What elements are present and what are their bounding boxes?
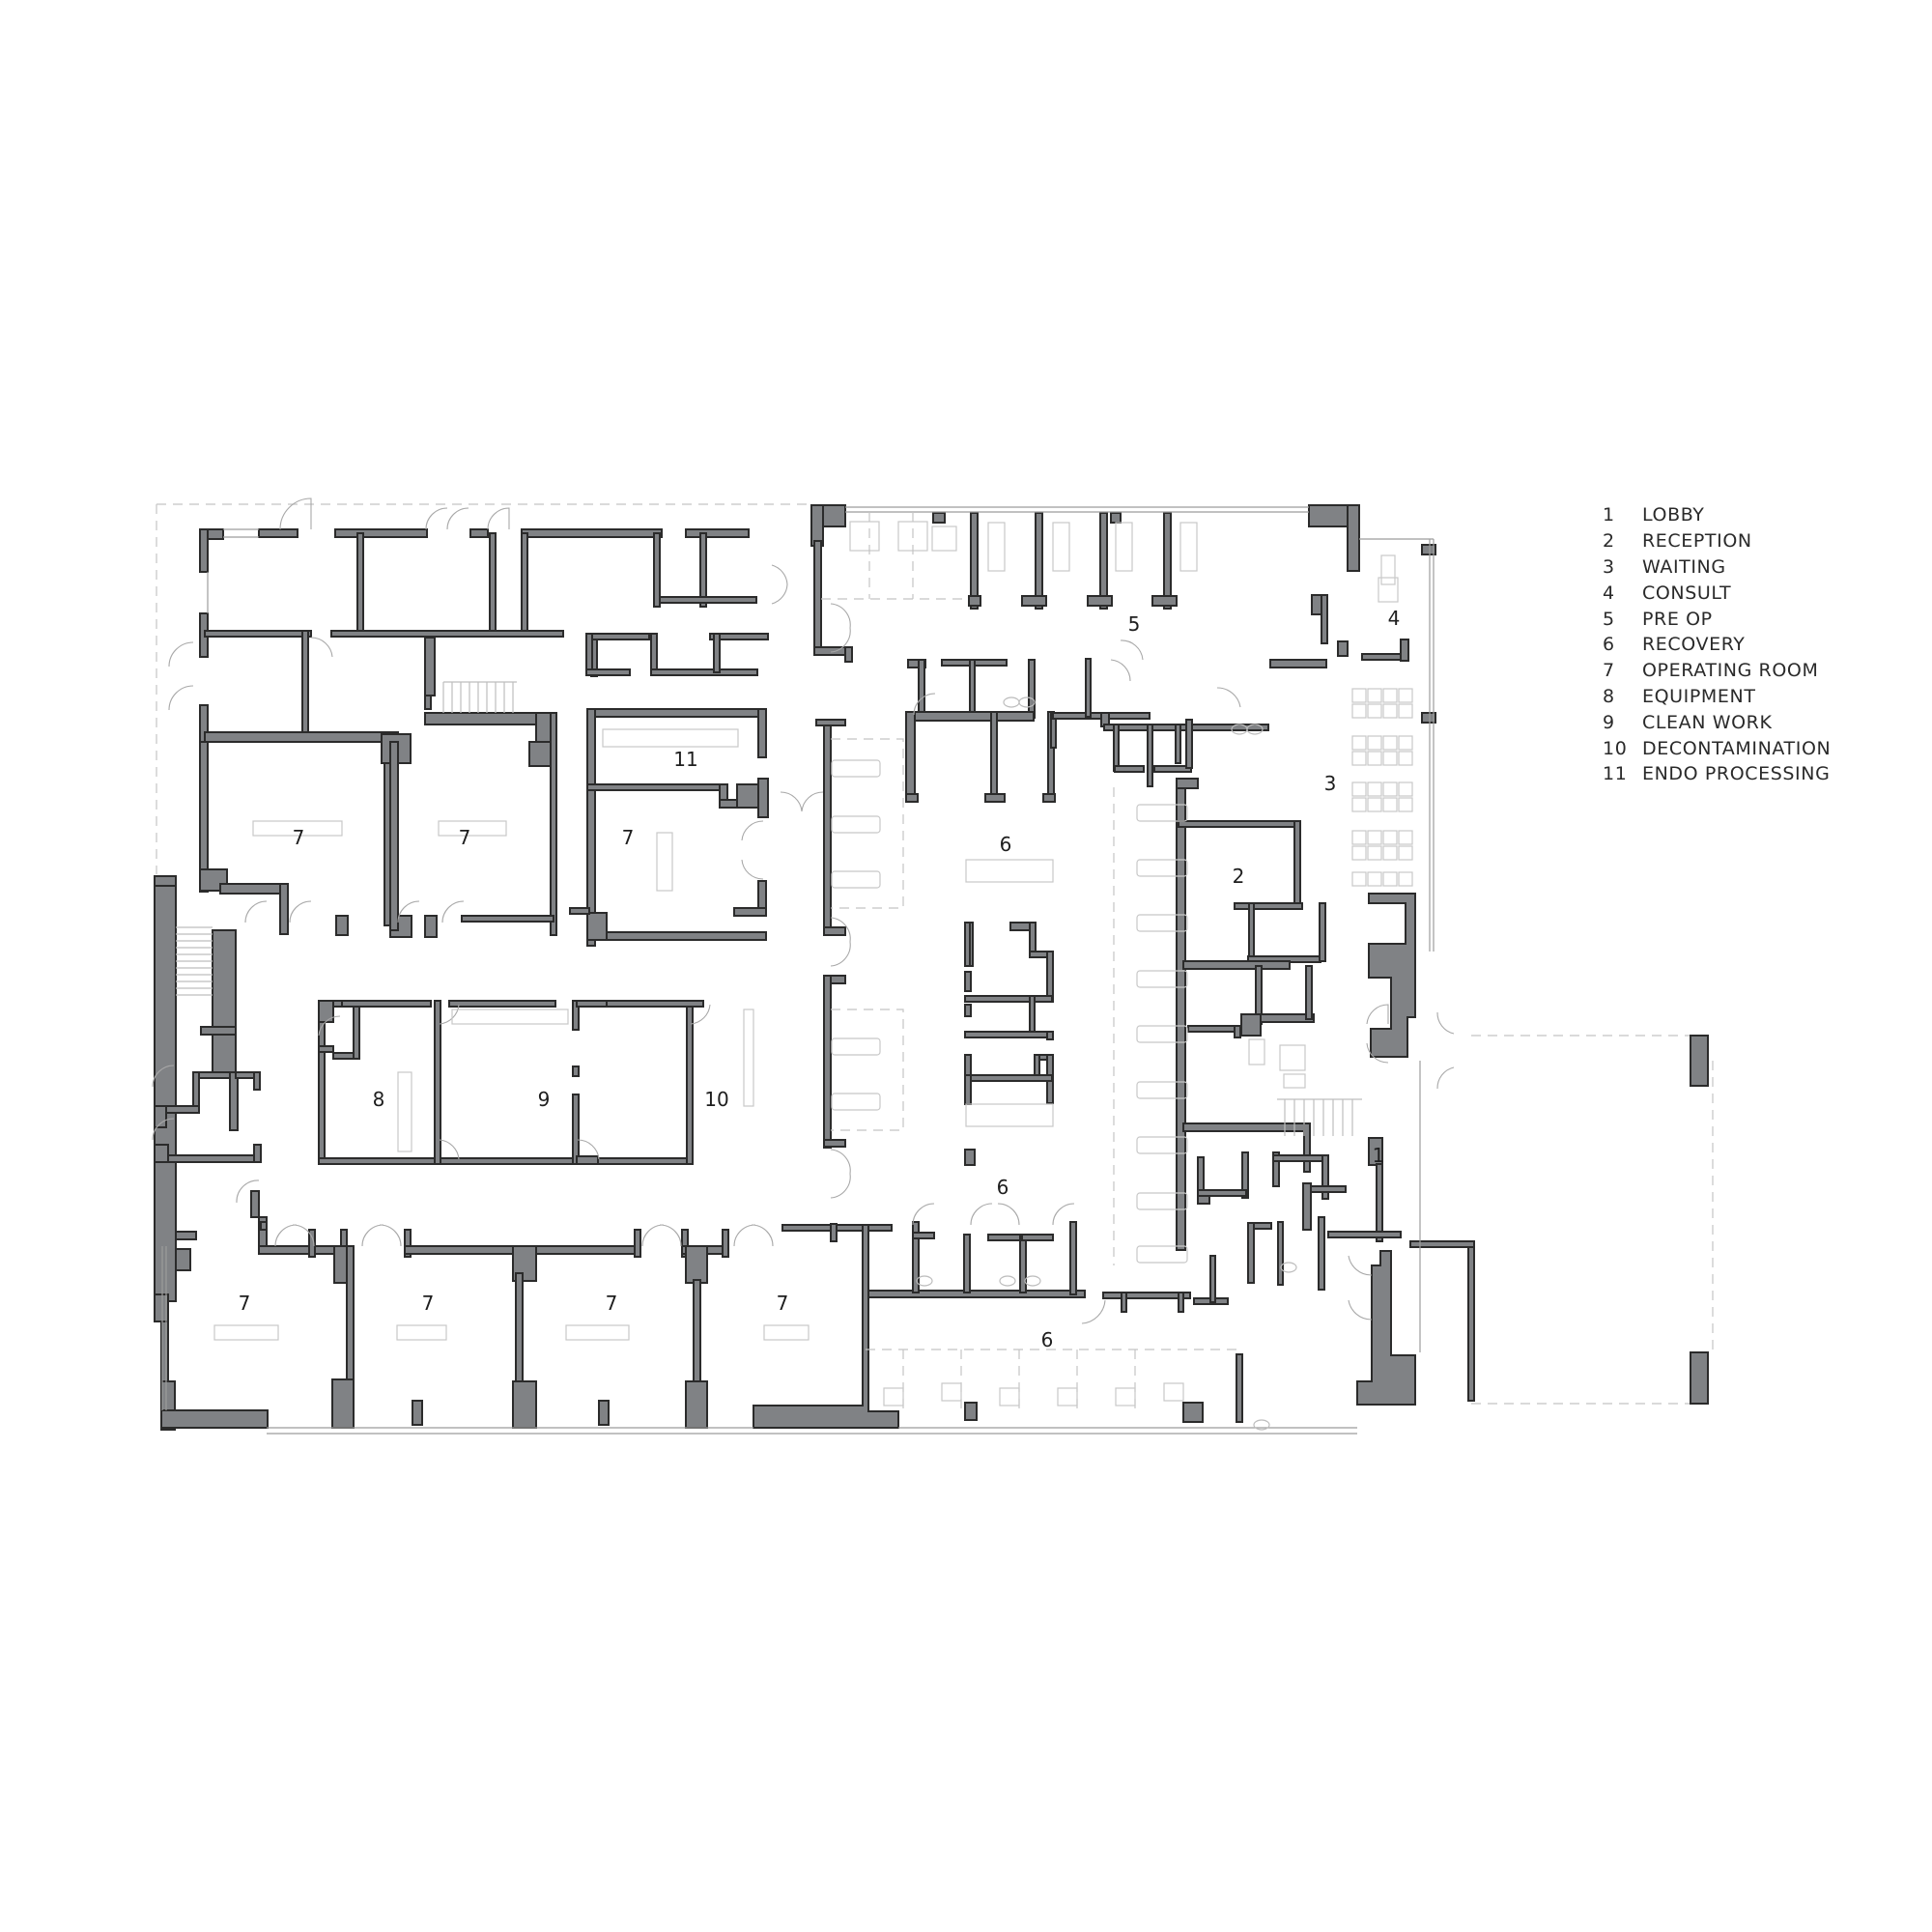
legend-label: PRE OP: [1642, 608, 1713, 630]
room-label-recovery-south: 6: [996, 1176, 1009, 1199]
room-label-operating-room: 7: [238, 1292, 251, 1315]
canopy-columns: [1690, 1035, 1709, 1405]
legend-item: 4 CONSULT: [1603, 580, 1831, 606]
legend-item: 7 OPERATING ROOM: [1603, 658, 1831, 684]
room-label-pre-op: 5: [1127, 612, 1141, 636]
legend-label: ENDO PROCESSING: [1642, 763, 1831, 785]
room-label-clean-work: 9: [537, 1088, 551, 1111]
room-label-operating-room: 7: [776, 1292, 789, 1315]
legend-number: 8: [1603, 685, 1615, 707]
fixtures-furniture: [213, 512, 1413, 1431]
room-label-recovery-center: 6: [999, 833, 1012, 856]
room-label-decontamination: 10: [704, 1088, 729, 1111]
stairs: [176, 681, 1362, 1136]
room-label-recovery-southeast: 6: [1040, 1328, 1054, 1351]
legend-label: OPERATING ROOM: [1642, 660, 1819, 682]
legend-item: 8 EQUIPMENT: [1603, 684, 1831, 710]
legend-item: 11 ENDO PROCESSING: [1603, 761, 1831, 787]
room-label-operating-room: 7: [605, 1292, 618, 1315]
room-label-reception: 2: [1232, 865, 1245, 888]
walls: [154, 504, 1475, 1431]
legend-label: LOBBY: [1642, 504, 1705, 526]
legend-number: 1: [1603, 504, 1615, 526]
legend-number: 3: [1603, 555, 1615, 578]
legend-item: 2 RECEPTION: [1603, 528, 1831, 554]
legend-number: 6: [1603, 634, 1615, 656]
legend-number: 9: [1603, 711, 1615, 733]
legend-label: CLEAN WORK: [1642, 711, 1773, 733]
legend-number: 10: [1603, 737, 1628, 759]
room-label-operating-room: 7: [421, 1292, 435, 1315]
legend-number: 7: [1603, 660, 1615, 682]
legend-item: 5 PRE OP: [1603, 606, 1831, 632]
room-label-operating-room: 7: [458, 826, 471, 849]
legend-item: 1 LOBBY: [1603, 502, 1831, 528]
room-legend: 1 LOBBY 2 RECEPTION 3 WAITING 4 CONSULT 5 PRE…: [1603, 502, 1831, 787]
legend-number: 2: [1603, 530, 1615, 553]
room-label-operating-room: 7: [621, 826, 635, 849]
legend-number: 5: [1603, 608, 1615, 630]
legend-label: EQUIPMENT: [1642, 685, 1756, 707]
legend-item: 6 RECOVERY: [1603, 632, 1831, 658]
legend-item: 3 WAITING: [1603, 554, 1831, 581]
door-swings: [152, 497, 1455, 1324]
room-label-operating-room: 7: [292, 826, 305, 849]
room-label-endo-processing: 11: [673, 748, 698, 771]
legend-number: 4: [1603, 582, 1615, 604]
legend-label: RECOVERY: [1642, 634, 1746, 656]
room-label-lobby: 1: [1372, 1144, 1385, 1167]
legend-item: 10 DECONTAMINATION: [1603, 735, 1831, 761]
legend-item: 9 CLEAN WORK: [1603, 709, 1831, 735]
legend-label: RECEPTION: [1642, 530, 1752, 553]
room-label-waiting: 3: [1323, 772, 1337, 795]
legend-number: 11: [1603, 763, 1628, 785]
legend-label: CONSULT: [1642, 582, 1732, 604]
site-boundary: [156, 503, 1714, 1405]
legend-label: DECONTAMINATION: [1642, 737, 1832, 759]
legend-label: WAITING: [1642, 555, 1726, 578]
room-label-equipment: 8: [372, 1088, 385, 1111]
glazing: [161, 506, 1435, 1435]
room-label-consult: 4: [1387, 607, 1401, 630]
